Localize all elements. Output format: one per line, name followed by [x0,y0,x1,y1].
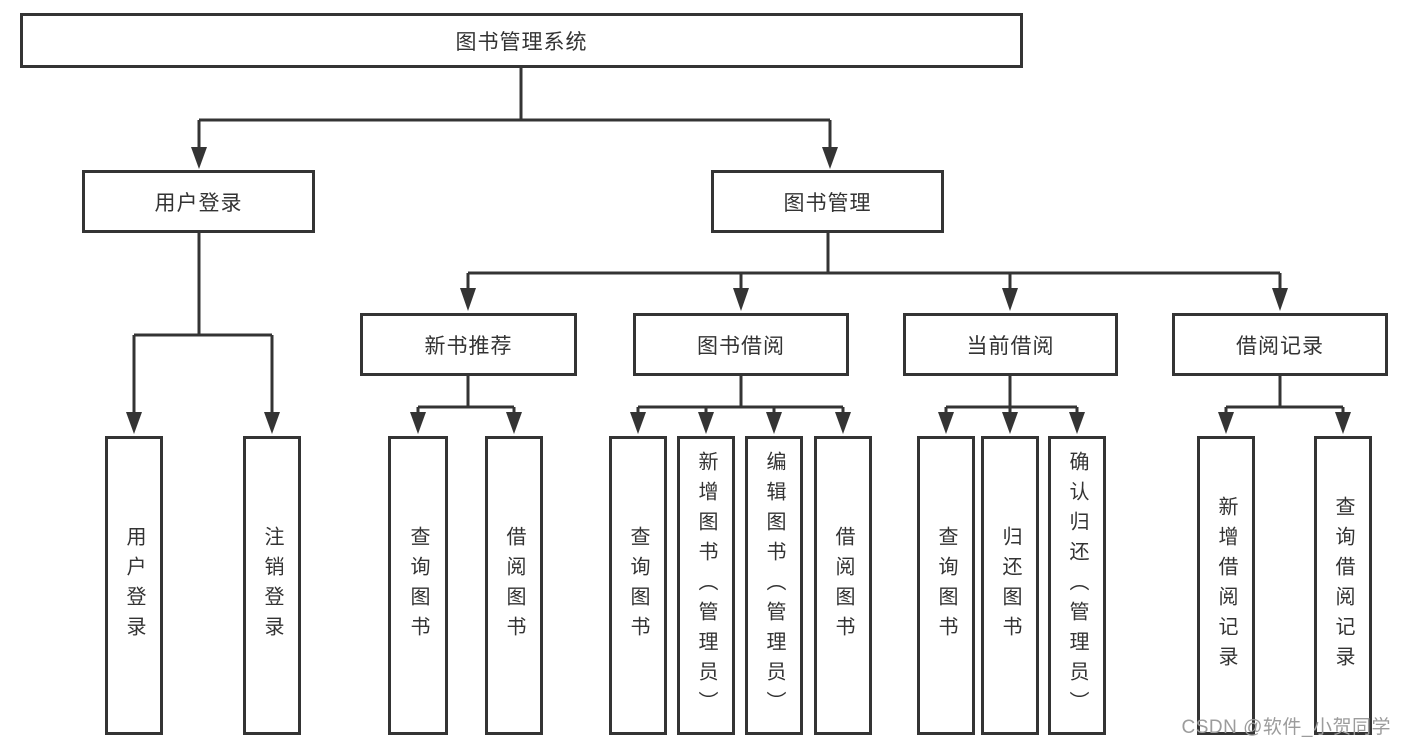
leaf-current-query-book: 查询图书 [917,436,975,735]
edge-records-to-leaves [1224,376,1345,414]
edge-login-to-leaves [132,233,274,414]
leaf-label: 借阅图书 [503,525,525,646]
leaf-label: 编辑图书（管理员） [763,450,785,721]
leaf-label: 查询图书 [407,525,429,646]
leaf-current-confirm-return-admin: 确认归还（管理员） [1048,436,1106,735]
leaf-borrowing-edit-book-admin: 编辑图书（管理员） [745,436,803,735]
leaf-records-add-record: 新增借阅记录 [1197,436,1255,735]
leaf-user-login: 用户登录 [105,436,163,735]
leaf-label: 新增图书（管理员） [695,450,717,721]
node-label: 图书管理 [783,191,872,215]
node-label: 新书推荐 [424,334,513,358]
node-user-login: 用户登录 [82,170,315,233]
leaf-records-query-record: 查询借阅记录 [1314,436,1372,735]
leaf-current-return-book: 归还图书 [981,436,1039,735]
leaf-label: 新增借阅记录 [1215,495,1237,676]
edge-root-to-level1 [197,68,832,150]
node-current-borrowing: 当前借阅 [903,313,1118,376]
node-new-book-recommend: 新书推荐 [360,313,577,376]
edge-current-to-leaves [944,376,1079,414]
leaf-label: 确认归还（管理员） [1066,450,1088,721]
leaf-label: 查询图书 [935,525,957,646]
node-label: 图书借阅 [697,334,785,358]
arrowheads [126,147,1351,434]
leaf-borrowing-borrow-book: 借阅图书 [814,436,872,735]
node-label: 借阅记录 [1236,334,1324,358]
watermark-csdn: CSDN @软件_小贺同学 [1181,717,1391,738]
leaf-label: 注销登录 [261,525,283,646]
edge-newbook-to-leaves [416,376,516,414]
leaf-borrowing-query-book: 查询图书 [609,436,667,735]
node-borrow-records: 借阅记录 [1172,313,1388,376]
leaf-newbook-borrow-book: 借阅图书 [485,436,543,735]
leaf-label: 归还图书 [999,525,1021,646]
node-book-borrowing: 图书借阅 [633,313,849,376]
leaf-label: 查询图书 [627,525,649,646]
edge-mgmt-to-level2 [466,233,1282,290]
node-library-system: 图书管理系统 [20,13,1023,68]
node-book-management: 图书管理 [711,170,944,233]
leaf-borrowing-add-book-admin: 新增图书（管理员） [677,436,735,735]
leaf-label: 查询借阅记录 [1332,495,1354,676]
leaf-label: 借阅图书 [832,525,854,646]
node-label: 当前借阅 [966,334,1055,358]
edge-borrow-to-leaves [636,376,845,414]
leaf-label: 用户登录 [123,525,145,646]
leaf-newbook-query-book: 查询图书 [388,436,448,735]
node-label: 图书管理系统 [455,30,588,54]
node-label: 用户登录 [154,191,243,215]
leaf-logout: 注销登录 [243,436,301,735]
